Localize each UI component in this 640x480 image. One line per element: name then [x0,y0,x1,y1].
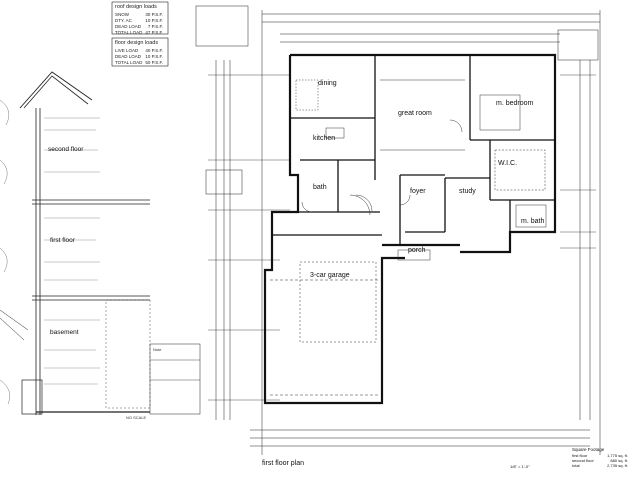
room-garage: 3-car garage [310,272,350,279]
section-label-basement: basement [50,329,79,336]
section-label-second-floor: second floor [48,146,84,153]
room-dining: dining [318,80,337,87]
room-master-bath: m. bath [521,218,545,225]
square-footage-heading: Square Footage [572,447,605,452]
room-bath: bath [313,184,327,191]
section-label-first-floor: first floor [50,237,75,244]
section-note-heading: Note [153,347,162,352]
room-study: study [459,188,476,195]
roof-loads-box [111,1,169,35]
room-foyer: foyer [410,188,426,195]
roof-loads-heading: roof design loads [115,4,157,10]
room-porch: porch [408,247,426,254]
room-great-room: great room [398,110,432,117]
plan-walls [263,53,557,405]
wall-section-drawing [0,71,151,415]
room-walk-in-closet: W.I.C. [498,160,518,167]
drawing-title: first floor plan [262,460,305,467]
room-master-bedroom: m. bedroom [496,100,534,107]
drawing-scale: 1/8" = 1'-0" [510,464,530,469]
room-kitchen: kitchen [313,135,336,142]
floor-loads-box [111,37,169,67]
floor-loads-heading: floor design loads [115,40,159,46]
section-scale: NO SCALE [126,415,147,420]
